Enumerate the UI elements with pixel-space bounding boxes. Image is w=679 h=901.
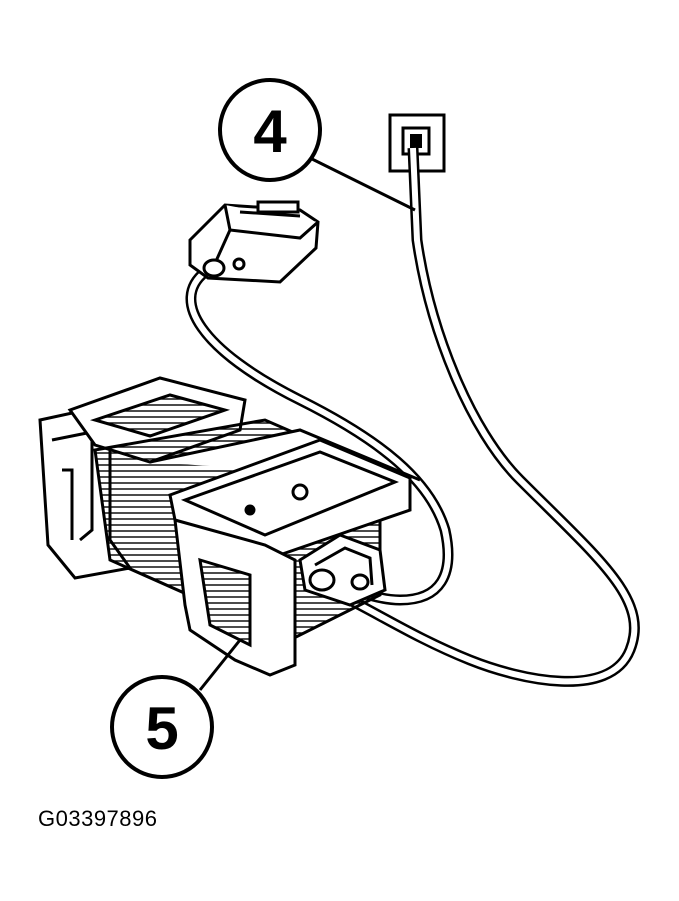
network-cable <box>347 147 640 687</box>
callout-5-label: 5 <box>145 695 178 762</box>
callout-4: 4 <box>218 78 416 212</box>
diagnostic-interface-unit <box>38 376 421 677</box>
vehicle-diagnostic-connector <box>188 200 320 284</box>
callout-5: 5 <box>110 639 242 779</box>
callout-5-leader <box>198 639 242 691</box>
callout-4-label: 4 <box>253 98 287 165</box>
figure-code: G03397896 <box>38 806 158 831</box>
diagnostic-cable <box>185 267 454 606</box>
callout-4-leader <box>309 156 416 212</box>
